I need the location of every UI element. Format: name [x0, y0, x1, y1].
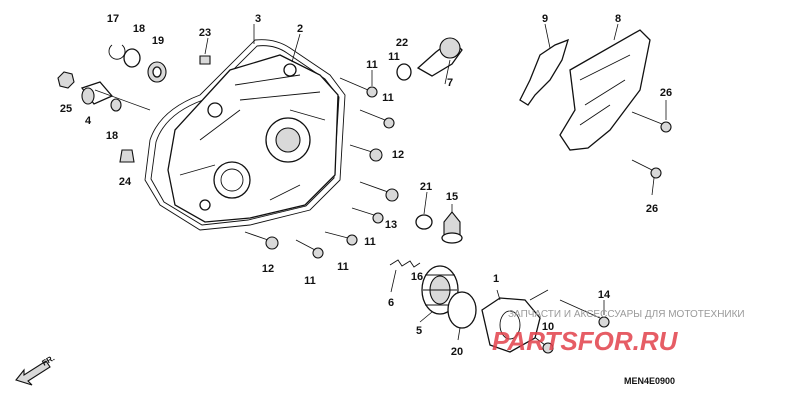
bolt — [349, 144, 383, 162]
part-number-label: 12 — [262, 263, 274, 275]
bolt — [339, 77, 378, 98]
dowel-23 — [199, 55, 211, 65]
part-number-label: 7 — [447, 77, 453, 89]
filter-cover — [481, 297, 541, 353]
part-number-label: 2 — [297, 23, 303, 35]
bolt — [359, 109, 395, 129]
o-ring-22 — [396, 63, 412, 81]
bolt — [244, 231, 279, 250]
leader-lines — [94, 23, 667, 341]
shaft-end — [81, 87, 95, 105]
crankcase-cover — [167, 54, 339, 223]
spring — [389, 259, 421, 268]
part-number-label: 9 — [542, 13, 548, 25]
part-number-label: 11 — [304, 275, 316, 287]
oil-filler-cap-head — [439, 37, 461, 59]
bolt — [324, 231, 358, 246]
part-number-label: 14 — [598, 289, 611, 301]
part-number-label: 19 — [152, 35, 164, 47]
snap-ring — [108, 44, 126, 60]
part-number-label: 16 — [411, 271, 423, 283]
part-number-label: 3 — [255, 13, 261, 25]
bolt — [631, 111, 672, 133]
bolt — [631, 159, 662, 179]
part-number-label: 13 — [385, 219, 397, 231]
part-number-label: 26 — [660, 87, 672, 99]
part-number-label: 21 — [420, 181, 432, 193]
diagram-code: MEN4E0900 — [624, 376, 675, 386]
drain-bolt-head — [441, 232, 463, 244]
part-number-label: 11 — [388, 51, 400, 63]
bolt — [351, 207, 384, 224]
part-number-label: 11 — [337, 261, 349, 273]
direction-indicator: FR. — [15, 353, 57, 386]
part-number-label: 25 — [60, 103, 72, 115]
part-number-label: 18 — [133, 23, 145, 35]
cover-boss-left — [207, 102, 223, 118]
cover-oil-window-inner — [220, 168, 244, 192]
part-number-label: 4 — [85, 115, 92, 127]
watermark-logo: PARTSFOR.RU — [492, 326, 679, 356]
o-ring-20 — [447, 291, 477, 329]
part-number-label: 11 — [364, 236, 376, 248]
bolt-group — [244, 77, 672, 354]
part-number-label: 6 — [388, 297, 394, 309]
dowel-pin — [119, 149, 135, 163]
part-number-label: 22 — [396, 37, 408, 49]
part-number-label: 5 — [416, 325, 422, 337]
cover-gasket — [144, 39, 346, 231]
part-number-label: 8 — [615, 13, 621, 25]
watermark-text: ЗАПЧАСТИ И АКСЕССУАРЫ ДЛЯ МОТОТЕХНИКИ — [508, 309, 745, 320]
part-number-labels: 1234567891011111111111112121314151617181… — [60, 13, 672, 358]
part-number-label: 23 — [199, 27, 211, 39]
cover-oil-window — [213, 161, 251, 199]
part-number-label: 10 — [542, 321, 554, 333]
part-number-label: 11 — [366, 59, 378, 71]
nut — [57, 71, 75, 89]
part-number-label: 1 — [493, 273, 499, 285]
cover-boss-large-inner — [275, 127, 301, 153]
filter-cover-inner — [499, 310, 521, 340]
chain-guard-detail — [579, 54, 631, 126]
fr-label: FR. — [41, 353, 57, 367]
part-number-label: 24 — [119, 176, 132, 188]
chain-guard — [559, 29, 651, 151]
cover-gasket-inner — [150, 45, 340, 226]
crankcase-cover-ribs — [179, 74, 326, 201]
bolt — [295, 239, 324, 259]
cover-boss-bottom — [199, 199, 211, 211]
part-number-label: 26 — [646, 203, 658, 215]
part-number-label: 18 — [106, 130, 118, 142]
part-number-label: 11 — [382, 92, 394, 104]
bolt — [559, 299, 610, 328]
part-number-label: 17 — [107, 13, 119, 25]
oil-seal-inner — [152, 66, 162, 78]
fr-arrow-icon — [15, 360, 51, 386]
cover-boss-top — [283, 63, 297, 77]
part-number-label: 12 — [392, 149, 404, 161]
bracket — [519, 38, 570, 106]
part-number-label: 15 — [446, 191, 458, 203]
part-number-label: 20 — [451, 346, 463, 358]
snap-ring-small — [123, 48, 141, 68]
washer-18 — [110, 98, 122, 112]
bolt — [359, 181, 399, 202]
sealing-washer — [415, 214, 433, 230]
